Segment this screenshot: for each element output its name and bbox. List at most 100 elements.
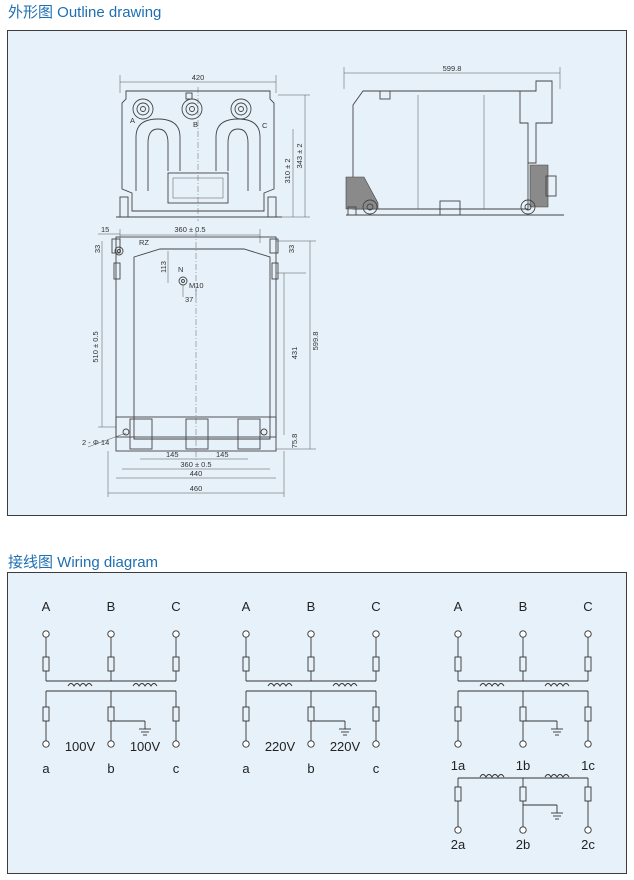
wiring-1-bot-node-0 (42, 740, 50, 748)
wiring-2-coil-right (332, 683, 358, 687)
wiring-2-bottom-label-1: b (307, 761, 314, 776)
wiring-3-bottom-label-2: 2c (581, 837, 595, 852)
wiring-3-top-label-0: A (454, 599, 463, 614)
wiring-2-top-label-1: B (307, 599, 316, 614)
dim-plan-360-bottom: 360 ± 0.5 (180, 460, 211, 469)
wiring-3-secondary-winding-0 (454, 706, 462, 722)
wiring-3-tertiary-winding-0 (454, 786, 462, 802)
dim-plan-top-offset: 33 (93, 245, 102, 253)
wiring-3-coil-right (544, 683, 570, 687)
plan-rz-label: RZ (139, 238, 149, 247)
dim-front-h1: 310 ± 2 (283, 159, 292, 184)
wiring-2-voltage-1: 220V (265, 739, 296, 754)
dim-plan-75: 75.8 (290, 434, 299, 449)
plan-m10-label: M10 (189, 281, 204, 290)
wiring-1-voltage-1: 100V (65, 739, 96, 754)
wiring-1-primary-winding-0 (42, 656, 50, 672)
wiring-2-top-node-2 (372, 630, 380, 638)
dim-plan-145b: 145 (216, 450, 229, 459)
dim-plan-left-offset: 15 (101, 225, 109, 234)
wiring-2-top-label-0: A (242, 599, 251, 614)
wiring-2-secondary-winding-1 (307, 706, 315, 722)
wiring-3-bottom-label-1: 2b (516, 837, 530, 852)
wiring-1-top-label-1: B (107, 599, 116, 614)
wiring-2-bot-node-1 (307, 740, 315, 748)
wiring-3-tertiary-winding-2 (584, 786, 592, 802)
outline-title: 外形图 Outline drawing (8, 4, 162, 21)
wiring-2-voltage-2: 220V (330, 739, 361, 754)
wiring-1-secondary-winding-0 (42, 706, 50, 722)
wiring-3-primary-winding-1 (519, 656, 527, 672)
wiring-3-bottom-label-0: 2a (451, 837, 466, 852)
wiring-1-bot-node-2 (172, 740, 180, 748)
wiring-1-primary-winding-2 (172, 656, 180, 672)
wiring-2-coil-left (267, 683, 293, 687)
wiring-3-bot-node-0 (454, 740, 462, 748)
wiring-3-top-label-2: C (583, 599, 592, 614)
wiring-2-top-node-1 (307, 630, 315, 638)
wiring-2-primary-winding-1 (307, 656, 315, 672)
plan-holes-label: 2 - Φ 14 (82, 438, 109, 447)
dim-plan-113: 113 (159, 261, 168, 273)
wiring-3-top-label-1: B (519, 599, 528, 614)
wiring-3-coil2-left (479, 774, 505, 778)
wiring-3-coil-left (479, 683, 505, 687)
wiring-1-top-node-2 (172, 630, 180, 638)
wiring-3-secondary-winding-2 (584, 706, 592, 722)
wiring-3-top-node-1 (519, 630, 527, 638)
dim-front-width: 420 (192, 73, 205, 82)
wiring-2-bot-node-2 (372, 740, 380, 748)
front-view: 420 A B C 310 ± 2 343 ± 2 (116, 73, 310, 221)
front-phase-b: B (193, 120, 198, 129)
wiring-3-top-node-0 (454, 630, 462, 638)
wiring-3-mid-label-0: 1a (451, 758, 466, 773)
wiring-2-top-label-2: C (371, 599, 380, 614)
plan-n-label: N (178, 265, 183, 274)
front-phase-c: C (262, 121, 268, 130)
plan-view: 360 ± 0.5 15 33 33 RZ 113 N M10 37 510 ±… (82, 225, 320, 497)
wiring-1-coil-left (67, 683, 93, 687)
wiring-3-bot-node-1 (519, 740, 527, 748)
wiring-1-secondary-winding-1 (107, 706, 115, 722)
wiring-1-top-label-0: A (42, 599, 51, 614)
wiring-3-primary-winding-0 (454, 656, 462, 672)
wiring-1-top-node-1 (107, 630, 115, 638)
dim-plan-top-offset-right: 33 (287, 245, 296, 253)
wiring-3-tertiary-winding-1 (519, 786, 527, 802)
wiring-2-primary-winding-0 (242, 656, 250, 672)
wiring-1-bottom-label-2: c (173, 761, 180, 776)
dim-plan-460: 460 (190, 484, 203, 493)
dim-side-length: 599.8 (443, 64, 462, 73)
wiring-1-voltage-2: 100V (130, 739, 161, 754)
wiring-1-coil-right (132, 683, 158, 687)
wiring-title: 接线图 Wiring diagram (8, 554, 159, 571)
wiring-3-ter-node-2 (584, 826, 592, 834)
wiring-2-primary-winding-2 (372, 656, 380, 672)
wiring-1-bot-node-1 (107, 740, 115, 748)
wiring-3-bot-node-2 (584, 740, 592, 748)
dim-plan-431: 431 (290, 347, 299, 360)
wiring-1-top-label-2: C (171, 599, 180, 614)
wiring-3-mid-label-2: 1c (581, 758, 595, 773)
dim-plan-510: 510 ± 0.5 (91, 331, 100, 362)
side-view: 599.8 (343, 64, 564, 216)
wiring-3-coil2-right (544, 774, 570, 778)
wiring-3-primary-winding-2 (584, 656, 592, 672)
dim-front-h2: 343 ± 2 (295, 144, 304, 169)
wiring-3-ter-node-0 (454, 826, 462, 834)
wiring-2-secondary-winding-0 (242, 706, 250, 722)
outline-drawing: 420 A B C 310 ± 2 343 ± 2 599.8 (82, 64, 564, 497)
wiring-3-secondary-winding-1 (519, 706, 527, 722)
dim-plan-599: 599.8 (311, 332, 320, 351)
outline-drawing-panel: 420 A B C 310 ± 2 343 ± 2 599.8 (7, 30, 627, 516)
wiring-3-mid-label-1: 1b (516, 758, 530, 773)
wiring-2-top-node-0 (242, 630, 250, 638)
wiring-1-top-node-0 (42, 630, 50, 638)
wiring-2-bottom-label-0: a (242, 761, 250, 776)
wiring-1-primary-winding-1 (107, 656, 115, 672)
wiring-2-bot-node-0 (242, 740, 250, 748)
dim-plan-37: 37 (185, 295, 193, 304)
wiring-1-bottom-label-1: b (107, 761, 114, 776)
